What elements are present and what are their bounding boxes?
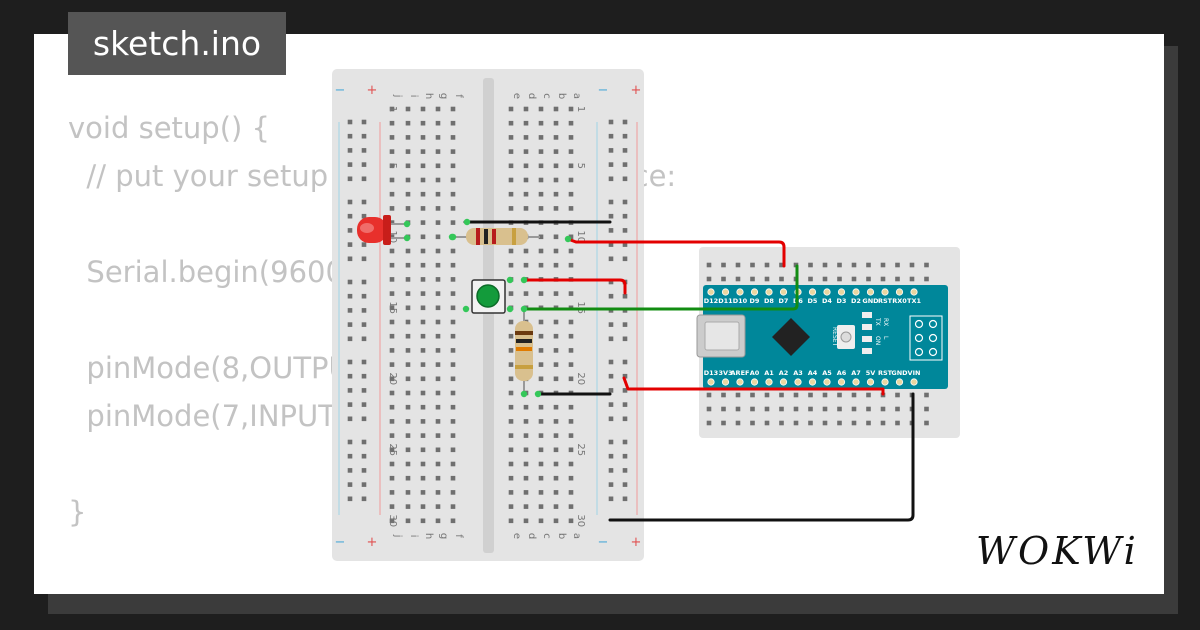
nano-pin-label: A7 [851,369,861,377]
column-label: g [438,533,449,539]
rail-sign: − [598,83,609,98]
nano-pin-label: D10 [733,297,748,305]
nano-pin-label: D3 [837,297,847,305]
column-label: j [392,94,403,98]
column-label: d [526,533,537,539]
column-label: e [511,93,522,99]
column-label: d [526,93,537,99]
wire-green-button-d7 [522,264,799,311]
nano-pin-label: RX0 [892,297,907,305]
nano-pin-label: TX1 [907,297,921,305]
rail-sign: − [335,535,346,550]
nano-pin-label: VIN [908,369,921,377]
column-label: i [408,535,419,538]
column-label: a [571,533,582,539]
red-led [357,215,407,245]
row-number: 5 [387,163,398,169]
nano-pin-label: D2 [851,297,861,305]
nano-led-label: RX [882,318,889,326]
column-label: i [408,95,419,98]
nano-pin-label: D7 [779,297,789,305]
column-label: j [392,534,403,538]
wire-black-gnd-nano [608,392,915,522]
nano-pin-label: 3V3 [718,369,732,377]
nano-pin-label: D12 [704,297,718,305]
column-label: c [541,533,552,539]
push-button[interactable] [471,279,506,314]
file-tab[interactable]: sketch.ino [68,12,286,75]
row-number: 30 [575,514,586,527]
nano-pin-label: A0 [750,369,760,377]
rail-sign: + [631,83,642,98]
resistor-pulldown [515,309,533,395]
nano-pin-label: D5 [808,297,818,305]
row-number: 30 [387,514,398,527]
row-number: 10 [575,230,586,243]
column-label: e [511,533,522,539]
resistor-led [452,228,540,245]
column-label: a [571,93,582,99]
column-label: b [556,533,567,539]
wire-red-led-d8 [566,237,786,268]
nano-pin-label: D8 [764,297,774,305]
nano-pin-label: A1 [764,369,774,377]
nano-pin-label: D4 [822,297,832,305]
wires [463,220,915,522]
nano-led-label: ON [874,336,881,345]
row-number: 25 [575,443,586,456]
nano-pin-label: D13 [704,369,718,377]
nano-pin-label: A6 [837,369,847,377]
nano-led-label: L [882,336,889,340]
row-number: 1 [387,106,398,112]
rail-sign: − [335,83,346,98]
nano-pin-label: D11 [718,297,733,305]
row-number: 25 [387,443,398,456]
column-label: c [541,93,552,99]
row-number: 5 [575,163,586,169]
nano-pin-label: GND [862,297,879,305]
nano-pin-label: A3 [793,369,803,377]
rail-sign: + [367,83,378,98]
nano-pin-label: GND [891,369,908,377]
nano-pin-label: RST [878,369,893,377]
rail-sign: + [367,535,378,550]
reset-label: RESET [831,327,838,347]
rail-sign: + [631,535,642,550]
column-label: f [453,94,464,98]
wire-red-5v-row [622,376,885,396]
nano-pin-label: D9 [750,297,760,305]
column-label: f [453,534,464,538]
nano-pin-label: A2 [779,369,789,377]
nano-pin-label: 5V [866,369,876,377]
nano-pin-label: RST [878,297,893,305]
row-number: 15 [387,301,398,314]
row-number: 20 [387,372,398,385]
row-number: 10 [387,230,398,243]
nano-pin-label: A5 [822,369,832,377]
nano-led-label: TX [874,317,881,326]
row-number: 1 [575,106,586,112]
column-label: g [438,93,449,99]
rail-sign: − [598,535,609,550]
wire-red-button-5v [522,278,627,295]
wokwi-logo: WOKWi [976,529,1139,573]
nano-pin-label: AREF [731,369,750,377]
row-number: 20 [575,372,586,385]
column-label: b [556,93,567,99]
column-label: h [423,533,434,539]
column-label: h [423,93,434,99]
nano-pin-label: A4 [808,369,818,377]
